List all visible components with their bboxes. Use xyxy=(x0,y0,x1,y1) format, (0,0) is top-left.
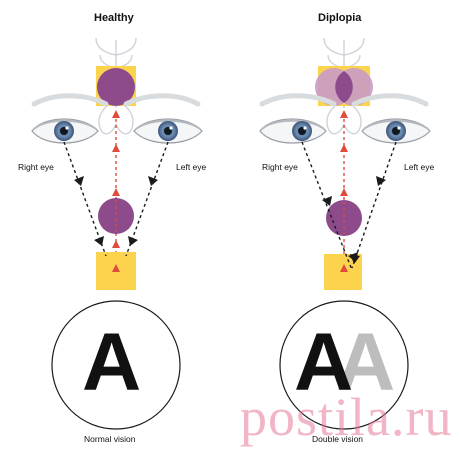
right-eyebrow xyxy=(31,93,109,107)
brain-image-overlap xyxy=(335,71,353,103)
left-eye-sight-line xyxy=(125,141,169,257)
left-sight-arrowhead-2 xyxy=(128,236,138,246)
watermark: postila.ru xyxy=(240,387,453,447)
diplopia-title: Diplopia xyxy=(318,12,362,24)
object-red-arrowhead xyxy=(340,264,348,272)
object-red-arrowhead xyxy=(112,264,120,272)
left-eyebrow xyxy=(123,93,201,107)
left-sight-arrowhead-1 xyxy=(148,176,158,186)
normal-vision-circle xyxy=(51,300,181,430)
red-arrowhead-3 xyxy=(340,110,348,118)
right-sight-arrowhead-1 xyxy=(74,176,84,186)
right-eye-sight-line xyxy=(63,141,107,257)
normal-vision-caption: Normal vision xyxy=(84,434,136,444)
healthy-left-eye-label: Left eye xyxy=(176,162,207,172)
red-arrowhead-2 xyxy=(340,188,348,196)
left-eye-sight-line xyxy=(351,141,397,269)
diplopia-panel xyxy=(259,37,431,430)
left-eye xyxy=(133,118,203,144)
right-eye-sight-line xyxy=(301,141,353,271)
right-eye xyxy=(259,118,327,144)
shifted-image-circle xyxy=(326,200,362,236)
red-arrowhead-4 xyxy=(112,110,120,118)
diplopia-left-eye-label: Left eye xyxy=(404,162,435,172)
red-arrowhead-3 xyxy=(112,240,120,248)
ghost-vision-letter: A xyxy=(336,317,396,408)
left-sight-arrowhead-1 xyxy=(376,176,386,186)
normal-vision-letter: A xyxy=(82,317,142,408)
right-eye xyxy=(31,118,99,144)
fused-image-circle xyxy=(98,198,134,234)
right-sight-arrowhead-2 xyxy=(94,236,104,246)
left-eye xyxy=(361,118,431,144)
red-arrowhead-2 xyxy=(112,188,120,196)
red-arrowhead-1 xyxy=(340,144,348,152)
red-arrowhead-1 xyxy=(112,144,120,152)
healthy-title: Healthy xyxy=(94,12,134,24)
brain-image-circle xyxy=(97,68,135,106)
healthy-right-eye-label: Right eye xyxy=(18,162,54,172)
right-eyebrow xyxy=(259,93,337,107)
double-vision-circle xyxy=(279,300,409,430)
healthy-panel xyxy=(31,37,203,430)
diplopia-right-eye-label: Right eye xyxy=(262,162,298,172)
double-vision-letter: A xyxy=(294,317,354,408)
right-sight-arrowhead-1 xyxy=(322,196,332,206)
double-vision-caption: Double vision xyxy=(312,434,364,444)
left-eyebrow xyxy=(351,93,429,107)
left-sight-arrowhead-2 xyxy=(350,254,360,264)
